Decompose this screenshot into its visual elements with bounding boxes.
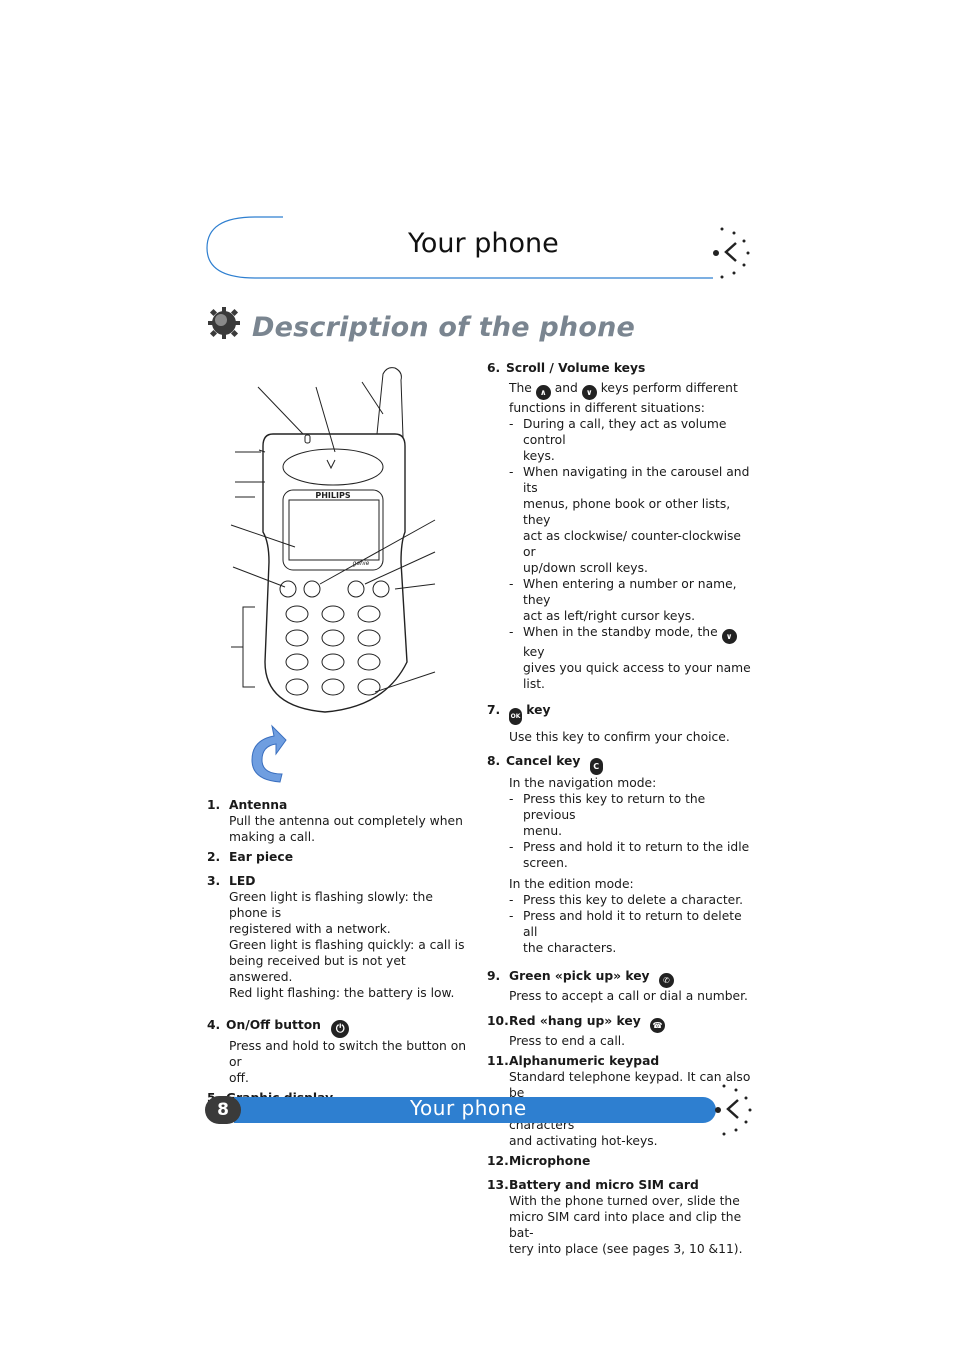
header-frame: [206, 216, 713, 279]
footer-title: Your phone: [410, 1096, 527, 1120]
phone-pick-up-icon: ✆: [658, 973, 674, 988]
phone-brand: PHILIPS: [315, 491, 350, 500]
sparkle-icon: [713, 227, 750, 279]
item-ear-piece: 2.Ear piece: [207, 850, 294, 864]
footer-bar: [234, 1097, 716, 1123]
scroll-up-icon: ∧: [535, 385, 551, 400]
cancel-key-icon: C: [589, 758, 603, 775]
power-icon: ⏻: [331, 1020, 350, 1038]
phone-hang-up-icon: ☎: [650, 1018, 665, 1033]
item-antenna: 1.Antenna Pull the antenna out completel…: [207, 798, 463, 844]
left-column: 1.Antenna Pull the antenna out completel…: [207, 797, 472, 1106]
sparkle-icon: [715, 1084, 752, 1136]
turn-over-arrow-icon: [251, 724, 287, 783]
item-on-off-button: 4.On/Off button ⏻ Press and hold to swit…: [207, 1018, 467, 1085]
item-microphone: 12.Microphone: [487, 1154, 591, 1168]
item-hang-up-key: 10.Red «hang up» key ☎ Press to end a ca…: [487, 1013, 752, 1049]
ok-key-icon: OK: [509, 708, 522, 725]
item-cancel-key: 8.Cancel key C In the navigation mode: P…: [487, 753, 752, 956]
item-alphanumeric-keypad: 11.Alphanumeric keypad Standard telephon…: [487, 1054, 751, 1148]
item-scroll-volume: 6.Scroll / Volume keys The ∧ and ∨ keys …: [487, 360, 752, 692]
gear-icon: [208, 307, 240, 339]
phone-model: genie: [353, 560, 370, 567]
section-title: Description of the phone: [252, 312, 635, 343]
page-number: 8: [205, 1096, 241, 1124]
item-ok-key: 7.OK key Use this key to confirm your ch…: [487, 703, 730, 744]
phone-illustration: PHILIPS genie: [230, 367, 436, 713]
item-led: 3.LED Green light is flashing slowly: th…: [207, 874, 465, 1000]
scroll-down-icon: ∨: [721, 629, 737, 644]
right-column: 6.Scroll / Volume keys The ∧ and ∨ keys …: [487, 360, 752, 1257]
item-pick-up-key: 9.Green «pick up» key ✆ Press to accept …: [487, 969, 748, 1003]
page-title: Your phone: [408, 228, 559, 259]
item-battery-sim: 13.Battery and micro SIM card With the p…: [487, 1178, 743, 1256]
scroll-down-icon: ∨: [581, 385, 597, 400]
